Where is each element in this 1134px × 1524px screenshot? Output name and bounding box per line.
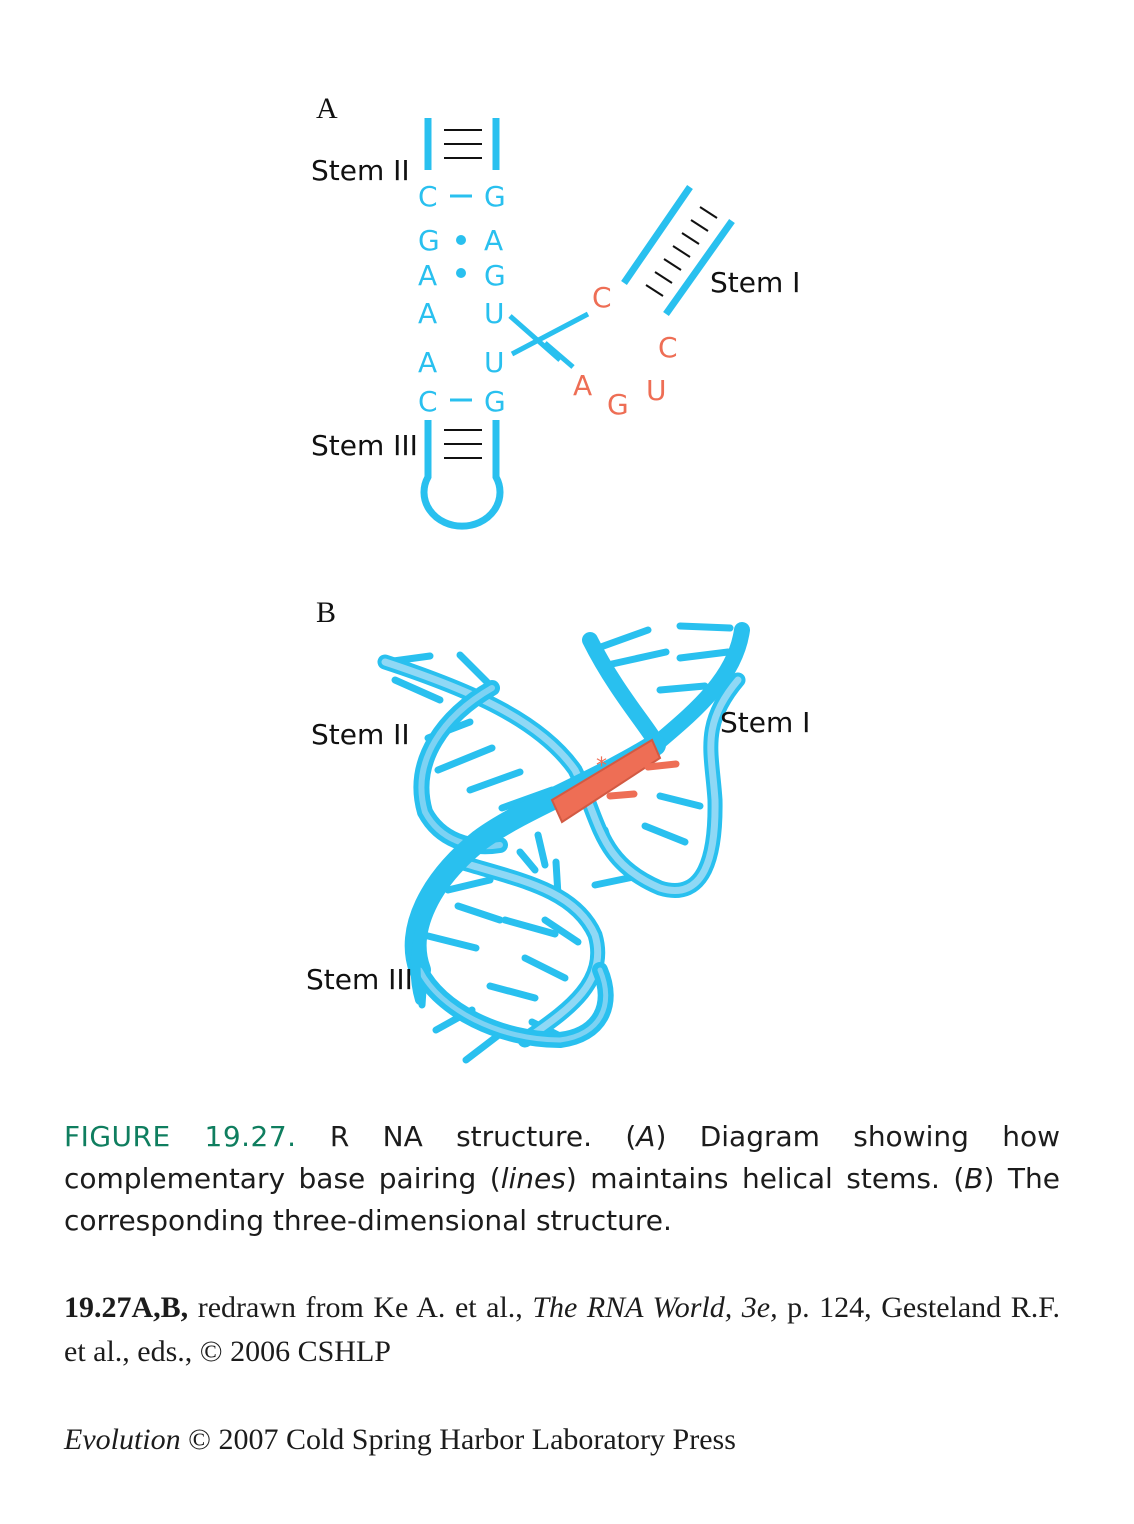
- stem3-label-3d: Stem III: [306, 963, 413, 996]
- base-rung: [391, 676, 444, 704]
- crossing-strand-1: [508, 314, 562, 362]
- panel-a-base-pair-lines: [444, 129, 718, 459]
- base-rung: [516, 848, 539, 874]
- rna-structure-figure: A C: [306, 92, 810, 1064]
- left-base: G: [418, 224, 440, 257]
- copyright-text: © 2007 Cold Spring Harbor Laboratory Pre…: [180, 1423, 736, 1456]
- base-rung: [456, 651, 491, 686]
- noncanonical-pair-dot: [456, 268, 466, 278]
- base-rung: [534, 831, 549, 869]
- loop-base: A: [573, 369, 592, 402]
- base-rung: [676, 648, 732, 662]
- stem1-pair-line: [663, 258, 682, 271]
- right-base: G: [484, 180, 506, 213]
- base-rung: [434, 744, 496, 774]
- base-rung: [501, 916, 559, 938]
- ribbon-stem3-left-edge: [410, 857, 465, 1005]
- base-rung: [641, 822, 689, 846]
- stem2-label: Stem II: [311, 154, 410, 187]
- base-rung: [608, 648, 670, 668]
- stem1-strand-inner: [663, 218, 735, 317]
- caption-emphasis: lines: [500, 1162, 566, 1195]
- base-rung: [656, 792, 704, 810]
- base-rung: [541, 916, 582, 946]
- panel-a-strands: [420, 118, 735, 530]
- stem1-label: Stem I: [710, 266, 800, 299]
- loop-base: C: [592, 281, 612, 314]
- figure-number: FIGURE 19.27.: [64, 1120, 297, 1153]
- book-title: Evolution: [64, 1423, 181, 1456]
- book-copyright: Evolution © 2007 Cold Spring Harbor Labo…: [64, 1418, 1060, 1462]
- base-rung: [424, 932, 480, 952]
- caption-panel-ref: A: [636, 1120, 656, 1153]
- stem3-label: Stem III: [311, 429, 418, 462]
- loop-base: G: [607, 388, 629, 421]
- stem1-pair-line: [699, 206, 718, 219]
- figure-caption: FIGURE 19.27. R NA structure. (A) Diagra…: [64, 1116, 1060, 1242]
- left-base: C: [418, 180, 438, 213]
- panel-b-highlight: *: [550, 738, 680, 824]
- ribbon-stem3-front: [417, 967, 609, 1043]
- left-base: A: [418, 346, 437, 379]
- base-rung: [444, 876, 494, 894]
- noncanonical-pair-dot: [456, 235, 466, 245]
- stem3-hairpin-loop: [420, 420, 504, 530]
- right-base: G: [484, 259, 506, 292]
- credit-figure-ref: 19.27A,B,: [64, 1291, 189, 1324]
- credit-book-title: The RNA World, 3e,: [532, 1291, 778, 1324]
- base-rung: [486, 982, 539, 1002]
- base-rung: [656, 682, 709, 694]
- right-base: G: [484, 385, 506, 418]
- ribbon-back-strand: [381, 658, 742, 894]
- stem1-pair-line: [690, 219, 709, 232]
- ribbon-back-strand-lower: [452, 854, 606, 1048]
- left-base: A: [418, 259, 437, 292]
- crossing-strand-3: [543, 341, 575, 369]
- crossing-strand-2: [510, 311, 590, 357]
- base-rung: [462, 1030, 504, 1064]
- caption-text: ) Diagram showing how complementary base…: [64, 1120, 1060, 1195]
- caption-text: ) maintains helical stems. (: [565, 1162, 965, 1195]
- caption-panel-ref: B: [964, 1162, 984, 1195]
- caption-text: R NA structure. (: [296, 1120, 637, 1153]
- panel-a-letter: A: [316, 92, 338, 125]
- figure-credit: 19.27A,B, redrawn from Ke A. et al., The…: [64, 1286, 1060, 1374]
- base-rung: [594, 626, 652, 652]
- loop-base: C: [658, 331, 678, 364]
- base-rung: [676, 622, 734, 632]
- panel-a-loop-bases: C C U G A: [573, 281, 678, 421]
- panel-b: B: [306, 596, 810, 1064]
- left-base: C: [418, 385, 438, 418]
- right-base: A: [484, 224, 503, 257]
- stem1-pair-line: [654, 271, 673, 284]
- stem1-strand-outer: [621, 185, 693, 285]
- stem1-pair-line: [681, 232, 700, 245]
- right-base: U: [484, 346, 505, 379]
- stem1-pair-line: [672, 245, 691, 258]
- panel-a-pair-marks: [450, 194, 472, 402]
- credit-text: redrawn from Ke A. et al.,: [188, 1291, 533, 1324]
- panel-a-strand-bases: C G A A A C G A G U U G: [418, 180, 506, 418]
- loop-base: U: [646, 374, 667, 407]
- ribbon-back-strand-lower: [456, 858, 602, 1044]
- panel-a: A C: [311, 92, 800, 530]
- stem1-label-3d: Stem I: [720, 706, 810, 739]
- panel-b-letter: B: [316, 596, 336, 629]
- right-base: U: [484, 297, 505, 330]
- base-rung: [466, 768, 524, 794]
- stem1-pair-line: [645, 284, 664, 297]
- base-rung: [454, 902, 504, 924]
- left-base: A: [418, 297, 437, 330]
- credit-text: p. 124, Gesteland R.F. et al., eds., © 2…: [64, 1291, 1060, 1368]
- panel-b-back-ribbons: [377, 654, 746, 1048]
- base-rung: [521, 954, 569, 982]
- highlighted-loop-segment: [550, 738, 662, 824]
- caption-text: ) The corresponding three-dimensional st…: [64, 1162, 1060, 1237]
- stem2-label-3d: Stem II: [311, 718, 410, 751]
- highlight-asterisk: *: [596, 754, 607, 779]
- highlighted-base: [606, 790, 638, 800]
- highlighted-base: [644, 760, 680, 771]
